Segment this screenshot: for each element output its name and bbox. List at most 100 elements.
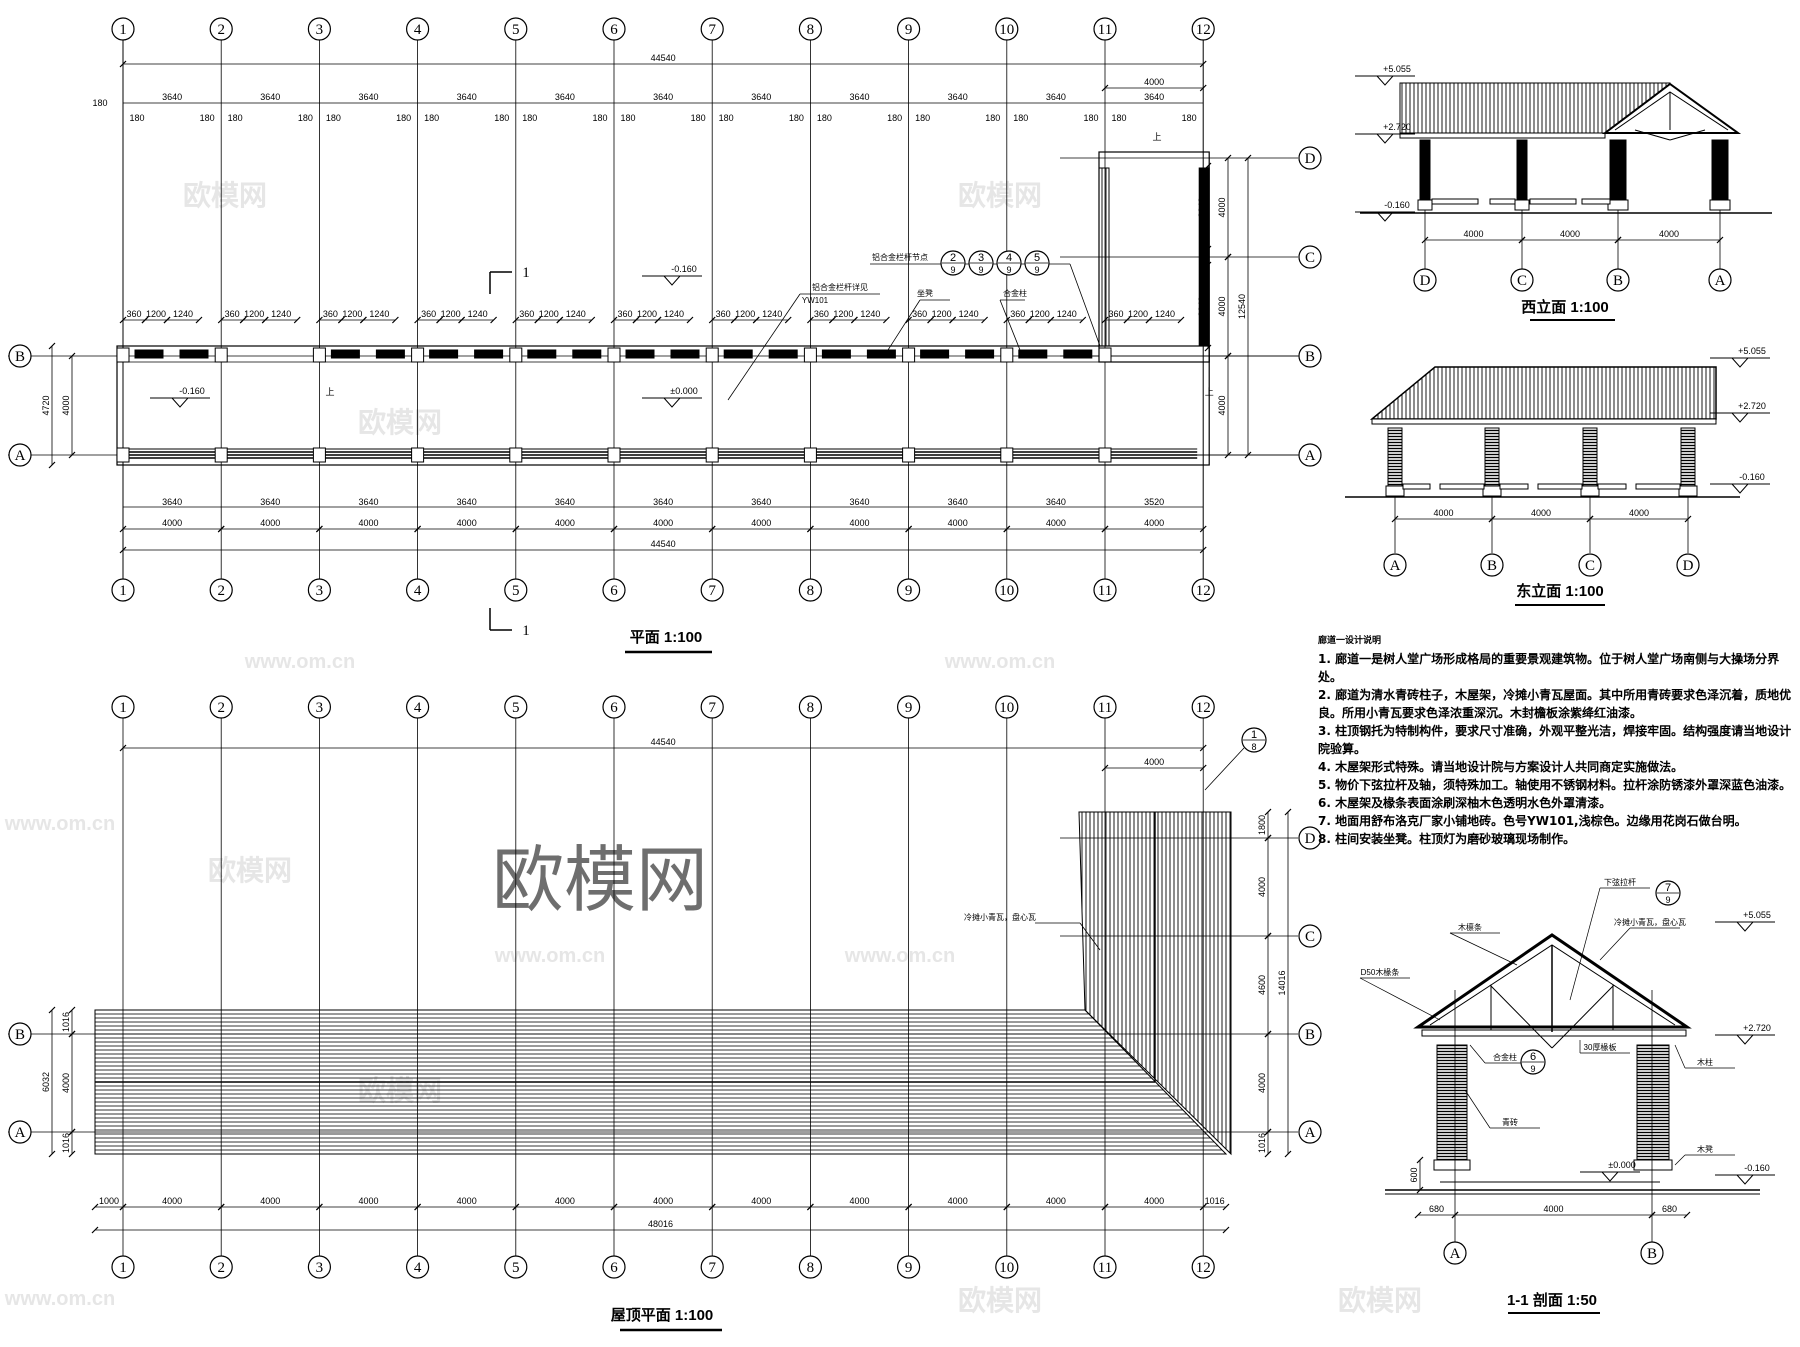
- dim-label: 180: [424, 113, 439, 123]
- dim-tick: [708, 525, 716, 533]
- axis-circle: [209, 695, 233, 719]
- axis-bubble-6: 6: [602, 578, 626, 602]
- bench-seat: [1529, 198, 1577, 205]
- axis-circle: [8, 443, 32, 467]
- dim-label: 4000: [555, 518, 575, 528]
- column: [1000, 447, 1014, 463]
- column: [902, 447, 916, 463]
- level-mark: +2.720: [1710, 401, 1770, 423]
- axis-bubble-8: 8: [798, 695, 823, 719]
- bench: [965, 349, 995, 359]
- dim-label: 3640: [457, 92, 477, 102]
- axis-bubble-10: 10: [995, 578, 1019, 602]
- level-triangle: [170, 397, 190, 408]
- dim-tick: [806, 525, 814, 533]
- dim-tick: [1222, 1226, 1230, 1234]
- bench: [920, 349, 950, 359]
- level-mark: -0.160: [642, 264, 702, 286]
- dim-label: 3640: [653, 497, 673, 507]
- axis-circle: [8, 1022, 32, 1046]
- bench: [134, 349, 164, 359]
- dim-label: 3640: [358, 497, 378, 507]
- dim-tick: [534, 316, 542, 324]
- dim-label: 4000: [849, 1196, 869, 1206]
- axis-bubble: C: [1298, 924, 1322, 948]
- axis-bubble: B: [1298, 344, 1322, 368]
- fascia-board: [1399, 132, 1606, 139]
- axis-bubble-3: 3: [307, 1255, 331, 1279]
- dim-label: 1016: [1205, 1196, 1225, 1206]
- axis-label: 4: [414, 583, 422, 599]
- axis-bubble: A: [8, 1120, 32, 1144]
- column-base: [1385, 485, 1405, 497]
- axis-circle: [798, 1255, 823, 1279]
- bench-seat: [1537, 483, 1583, 490]
- dim-tick: [1199, 525, 1207, 533]
- dim-tick: [68, 1030, 76, 1038]
- dim-label: 360: [617, 309, 632, 319]
- dim-label: 4000: [653, 1196, 673, 1206]
- dim-tick: [414, 316, 422, 324]
- dim-tick: [927, 316, 935, 324]
- dim-tick: [708, 1203, 716, 1211]
- stair-up-label: 上: [325, 387, 334, 397]
- watermark-text: 欧模网: [1338, 1285, 1422, 1316]
- dim-tick: [1199, 744, 1207, 752]
- axis-bubble-8: 8: [798, 17, 823, 41]
- wing-width-dim: 4000: [1144, 77, 1164, 87]
- axis-bubble-2: 2: [209, 17, 233, 41]
- level-value: +2.720: [1743, 1023, 1771, 1033]
- axis-bubble-3: 3: [307, 578, 331, 602]
- plan-title: 平面 1:100: [630, 629, 703, 646]
- section-mark-label: 1: [522, 265, 530, 281]
- dim-tick: [1224, 352, 1232, 360]
- axis-circle: [1510, 268, 1534, 292]
- dim-tick: [239, 316, 247, 324]
- leader-line: [1069, 263, 1101, 347]
- dim-label: 4000: [948, 1196, 968, 1206]
- dim-label: 1200: [441, 309, 461, 319]
- dim-tick: [1224, 154, 1232, 162]
- watermark-text: 欧模网: [958, 180, 1042, 211]
- level-triangle: [1730, 412, 1750, 423]
- axis-circle: [1298, 1120, 1322, 1144]
- dim-label: 4000: [1217, 395, 1227, 415]
- dim-tick: [1177, 316, 1185, 324]
- dim-tick: [708, 316, 716, 324]
- level-triangle: [1730, 483, 1750, 494]
- note-item: 3. 柱顶钢托为特制构件，要求尺寸准确，外观平整光洁，焊接牢固。结构强度请当地设…: [1318, 724, 1792, 756]
- diagonal-rod: [1551, 984, 1615, 1049]
- column: [607, 447, 621, 463]
- dim-label: 4000: [260, 518, 280, 528]
- bench-seat: [1489, 198, 1516, 205]
- gable-truss: [1602, 82, 1742, 134]
- roof-total-bottom: 48016: [648, 1219, 673, 1229]
- dim-label: 4000: [457, 1196, 477, 1206]
- dim-label: 360: [716, 309, 731, 319]
- level-value: +5.055: [1383, 64, 1411, 74]
- level-triangle: [662, 275, 682, 286]
- axis-label: 9: [905, 700, 913, 716]
- dim-tick: [414, 1203, 422, 1211]
- axis-bubble-8: 8: [798, 578, 823, 602]
- axis-circle: [1191, 17, 1215, 41]
- dim-tick: [828, 316, 836, 324]
- axis-label: 11: [1098, 22, 1112, 38]
- axis-bubble: B: [8, 1022, 32, 1046]
- axis-label: A: [15, 448, 26, 464]
- roof-plan: 112233445566778899101011111212445404000B…: [8, 695, 1322, 1332]
- dim-tick: [48, 1006, 56, 1014]
- axis-bubble: D: [1298, 826, 1322, 850]
- axis-circle: [111, 578, 135, 602]
- roof-wing-dim: 4000: [1144, 757, 1164, 767]
- dim-label: 360: [814, 309, 829, 319]
- axis-label: A: [1305, 448, 1316, 464]
- axis-circle: [1298, 443, 1322, 467]
- axis-circle: [896, 17, 921, 41]
- level-value: +2.720: [1383, 122, 1411, 132]
- column-base: [1514, 199, 1530, 211]
- dim-tick: [91, 1203, 99, 1211]
- dim-label: 3640: [555, 92, 575, 102]
- dim-label: 4000: [1629, 508, 1649, 518]
